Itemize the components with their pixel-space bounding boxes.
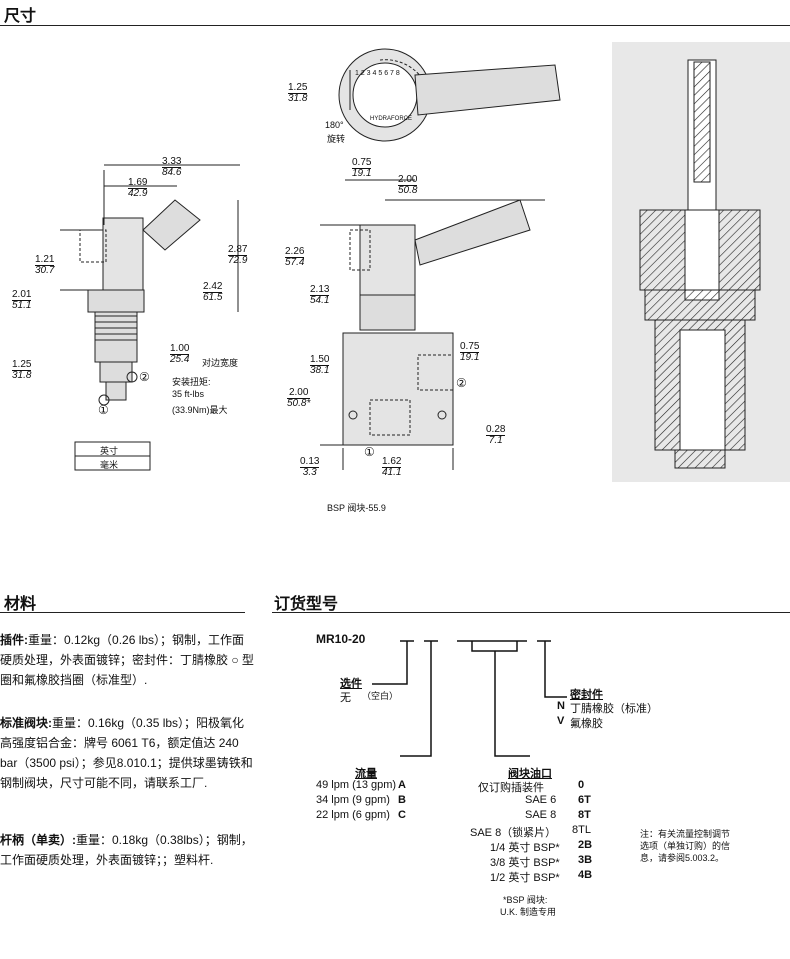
material-label: 杆柄（单卖）: [0,833,76,847]
note-line: 息，请参阅5.003.2。 [640,853,725,863]
port-code-2: 8T [578,809,591,821]
legend-inch: 英寸 [100,446,119,456]
seal-code-v: V [557,715,565,727]
flow-control-note: 注：有关流量控制调节 选项（单独订购）的信 息，请参阅5.003.2。 [640,828,730,864]
seal-desc-n: 丁腈橡胶（标准） [570,703,658,715]
bsp-note-1: *BSP 阀块: [503,895,548,905]
option-none: 无 [340,692,351,704]
divider-materials [0,612,245,613]
option-title: 选件 [340,678,362,690]
port-1-block: ① [364,445,375,459]
material-label: 标准阀块: [0,716,52,730]
dial-brand: HYDRAFORCE [370,116,413,122]
dimensions-heading: 尺寸 [4,8,37,25]
torque-value: 35 ft-lbs [172,389,205,399]
flow-desc-a: 49 lpm (13 gpm) [316,779,397,791]
port-title: 阀块油口 [508,768,552,780]
port-code-5: 3B [578,854,593,866]
bsp-block-caption: BSP 阀块-55.9 [327,503,386,513]
port-desc-3: SAE 8（锁紧片） [470,827,557,839]
material-text: 重量：0.16kg（0.35 lbs）；阳极氧化高强度铝合金：牌号 6061 T… [0,716,253,790]
flow-code-c: C [398,809,406,821]
rotation-label: 180° [325,120,344,130]
rotation-cn: 旋转 [327,134,346,144]
seal-title: 密封件 [570,689,603,701]
material-label: 插件: [0,633,28,647]
ordering-heading: 订货型号 [274,596,339,613]
across-flats-label: 对边宽度 [202,358,239,368]
materials-body: 标准阀块:重量：0.16kg（0.35 lbs）；阳极氧化高强度铝合金：牌号 6… [0,713,255,793]
port-desc-2: SAE 8 [525,809,557,821]
material-text: 重量：0.18kg（0.38lbs）；钢制，工作面硬质处理，外表面镀锌；；塑料杆… [0,833,253,867]
port-desc-1: SAE 6 [525,794,557,806]
flow-code-b: B [398,794,406,806]
port-desc-6: 1/2 英寸 BSP* [490,872,560,884]
flow-desc-c: 22 lpm (6 gpm) [316,809,390,821]
material-text: 重量：0.12kg（0.26 lbs）；钢制，工作面硬质处理，外表面镀锌；密封件… [0,633,254,687]
flow-desc-b: 34 lpm (9 gpm) [316,794,390,806]
note-line: 注：有关流量控制调节 [640,829,731,839]
model-code: MR10-20 [316,632,366,646]
port-2-block: ② [456,376,467,390]
divider-ordering [272,612,790,613]
port-2-left: ② [139,370,150,384]
materials-cartridge: 插件:重量：0.12kg（0.26 lbs）；钢制，工作面硬质处理，外表面镀锌；… [0,630,255,690]
flow-title: 流量 [355,768,377,780]
option-blank: （空白） [362,691,399,701]
bsp-note-2: U.K. 制造专用 [500,907,557,917]
port-desc-0: 仅订购插装件 [478,782,544,794]
torque-label: 安装扭矩: [172,377,211,387]
port-desc-4: 1/4 英寸 BSP* [490,842,560,854]
materials-heading: 材料 [4,596,37,613]
port-code-1: 6T [578,794,591,806]
port-desc-5: 3/8 英寸 BSP* [490,857,560,869]
divider-top [0,25,790,26]
seal-code-n: N [557,700,565,712]
dial-numbers: 1 2 3 4 5 6 7 8 [355,70,400,77]
port-code-3: 8TL [572,824,591,836]
port-code-0: 0 [578,779,585,791]
note-line: 选项（单独订购）的信 [640,841,731,851]
materials-handle: 杆柄（单卖）:重量：0.18kg（0.38lbs）；钢制，工作面硬质处理，外表面… [0,830,255,870]
port-1-left: ① [98,403,109,417]
legend-mm: 毫米 [100,460,119,470]
port-code-4: 2B [578,839,593,851]
seal-desc-v: 氟橡胶 [570,718,603,730]
torque-nm: (33.9Nm)最大 [172,405,228,415]
port-code-6: 4B [578,869,593,881]
flow-code-a: A [398,779,406,791]
